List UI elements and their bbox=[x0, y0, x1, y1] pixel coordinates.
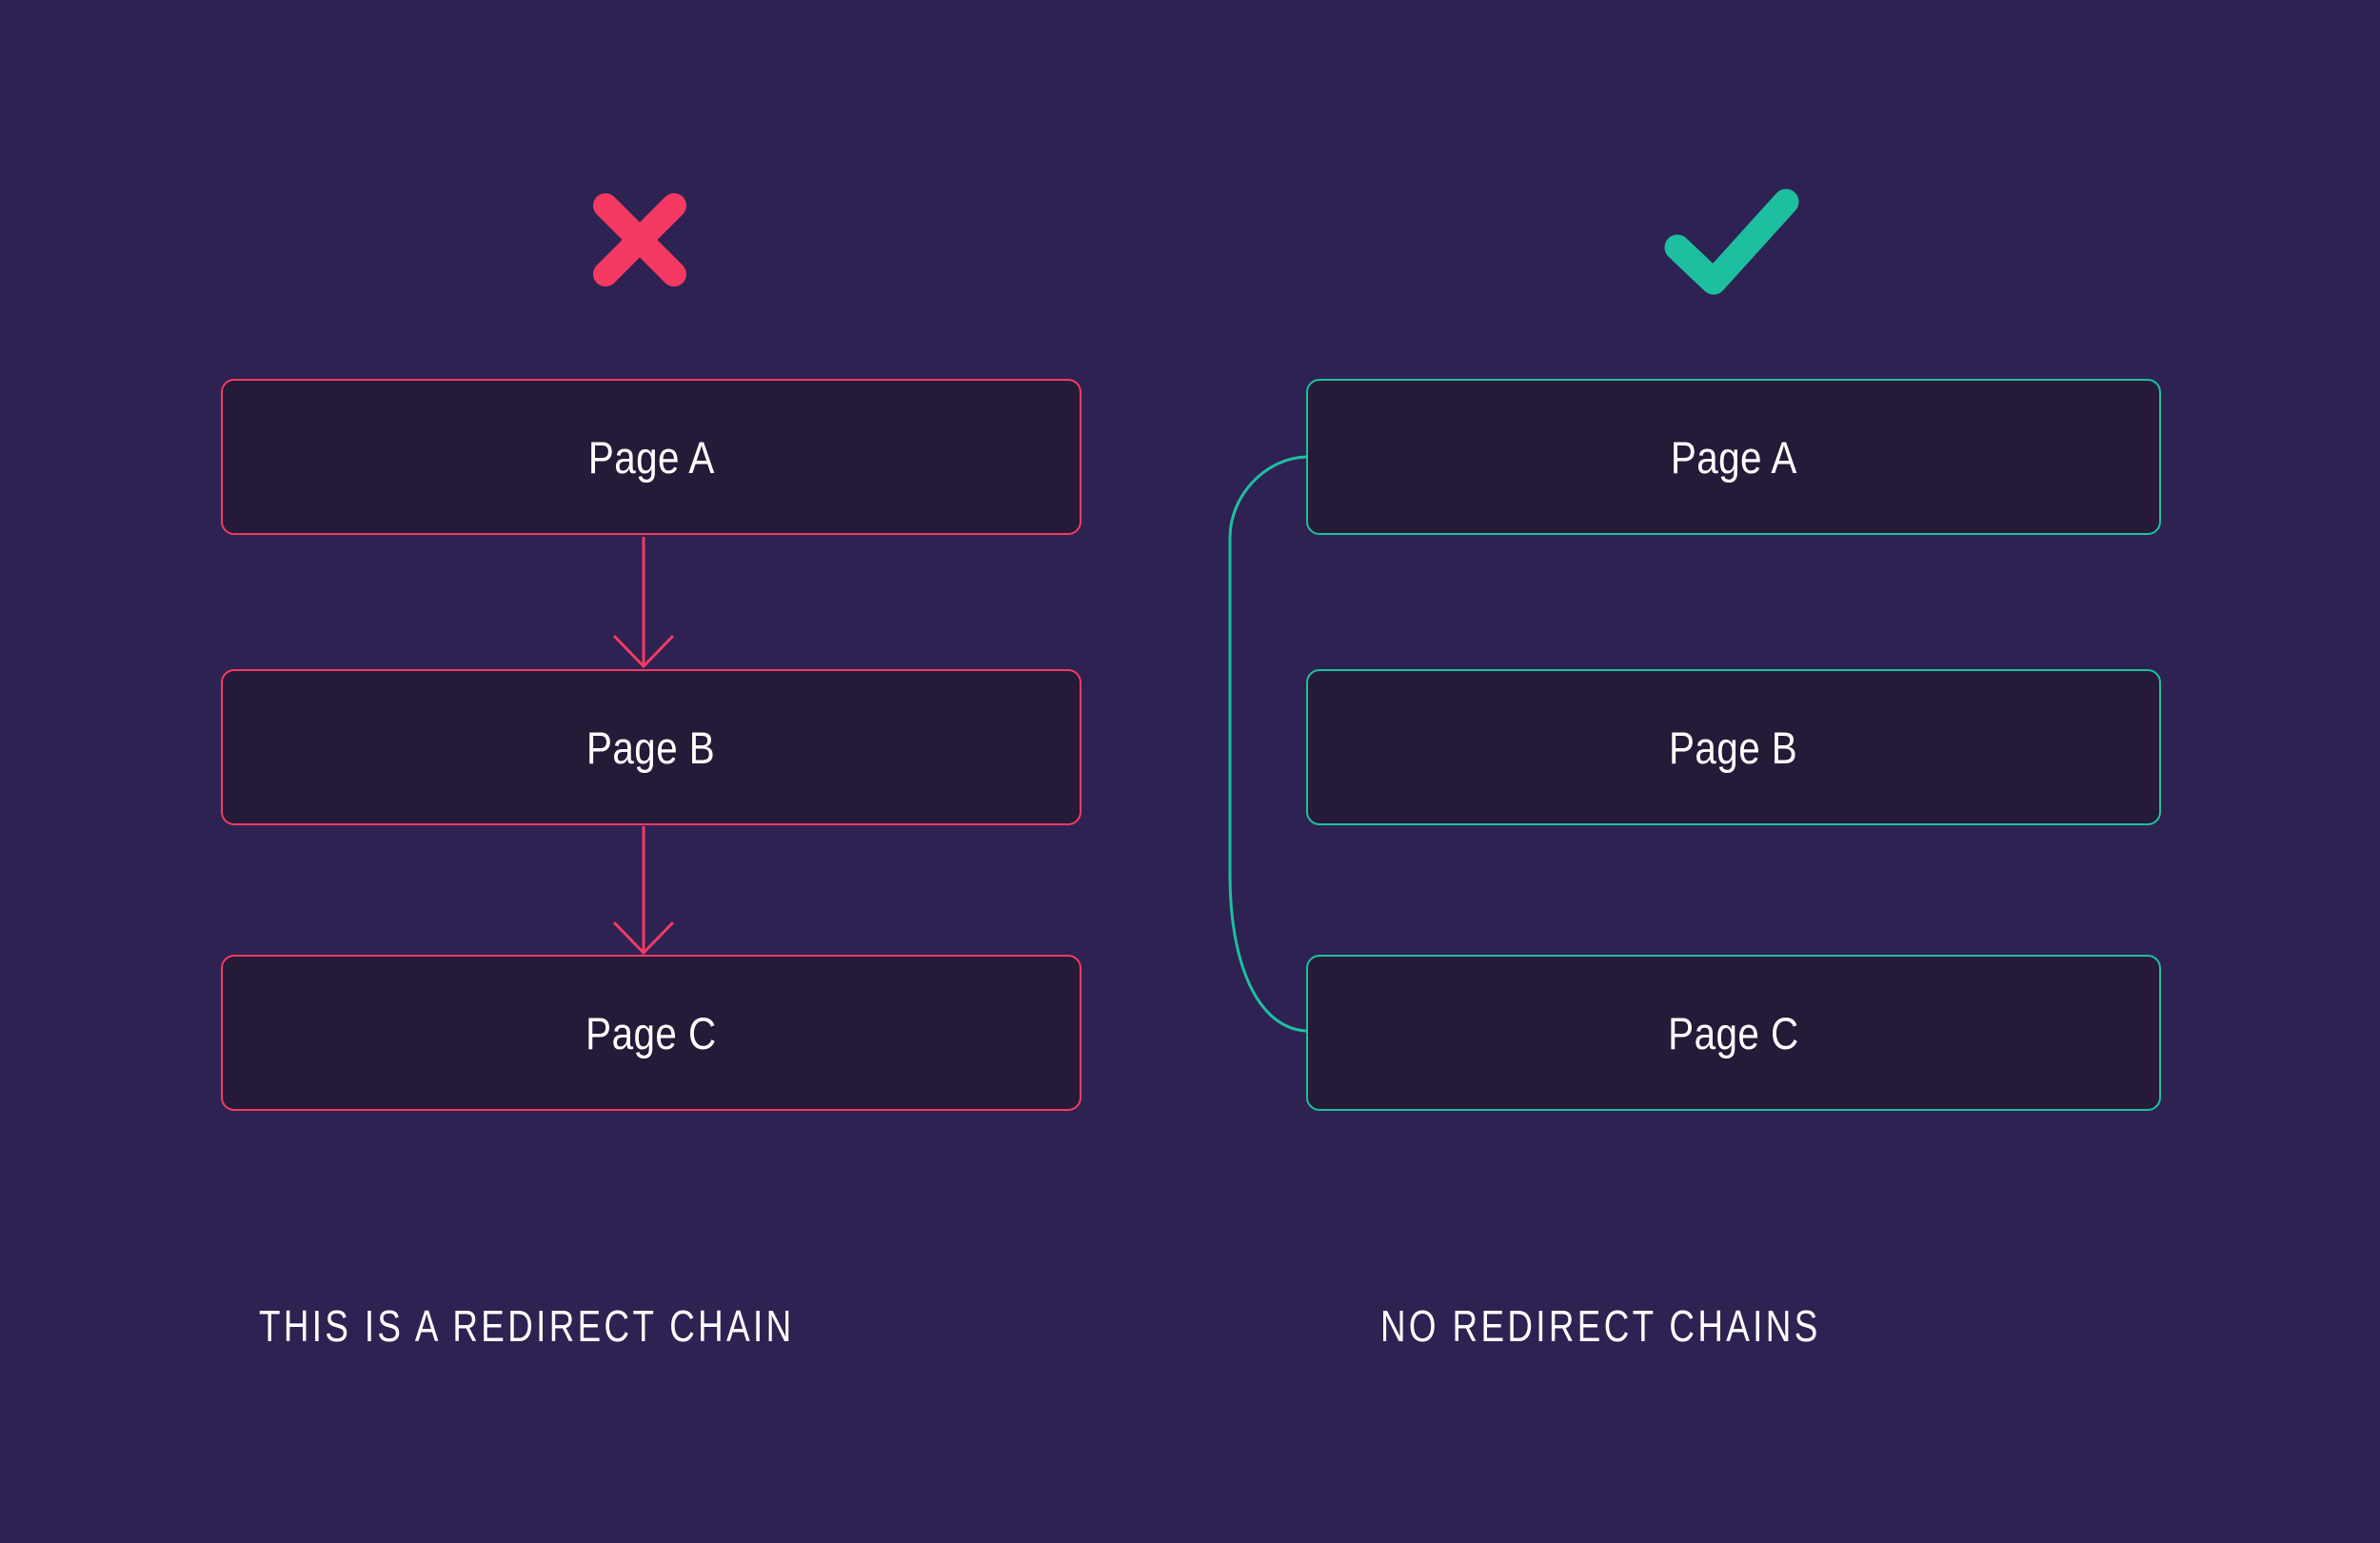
page-node-c-good[interactable]: Page C bbox=[1306, 955, 2161, 1111]
page-node-label: Page A bbox=[587, 431, 715, 483]
connector-a-to-c-path bbox=[1228, 455, 1308, 1033]
arrow-b-to-c-head bbox=[612, 920, 675, 956]
arrow-a-to-b-head bbox=[612, 634, 675, 669]
cross-icon bbox=[590, 190, 689, 289]
page-node-a-good[interactable]: Page A bbox=[1306, 379, 2161, 535]
page-node-label: Page A bbox=[1670, 431, 1797, 483]
check-icon bbox=[1664, 188, 1799, 295]
page-node-c-bad[interactable]: Page C bbox=[221, 955, 1081, 1111]
page-node-label: Page B bbox=[1669, 722, 1798, 773]
page-node-label: Page B bbox=[586, 722, 716, 773]
caption-good: NO REDIRECT CHAINS bbox=[1380, 1301, 1821, 1351]
page-node-label: Page C bbox=[1668, 1007, 1799, 1058]
page-node-b-good[interactable]: Page B bbox=[1306, 669, 2161, 825]
page-node-label: Page C bbox=[585, 1007, 717, 1058]
caption-bad: THIS IS A REDIRECT CHAIN bbox=[259, 1301, 795, 1351]
page-node-b-bad[interactable]: Page B bbox=[221, 669, 1081, 825]
page-node-a-bad[interactable]: Page A bbox=[221, 379, 1081, 535]
